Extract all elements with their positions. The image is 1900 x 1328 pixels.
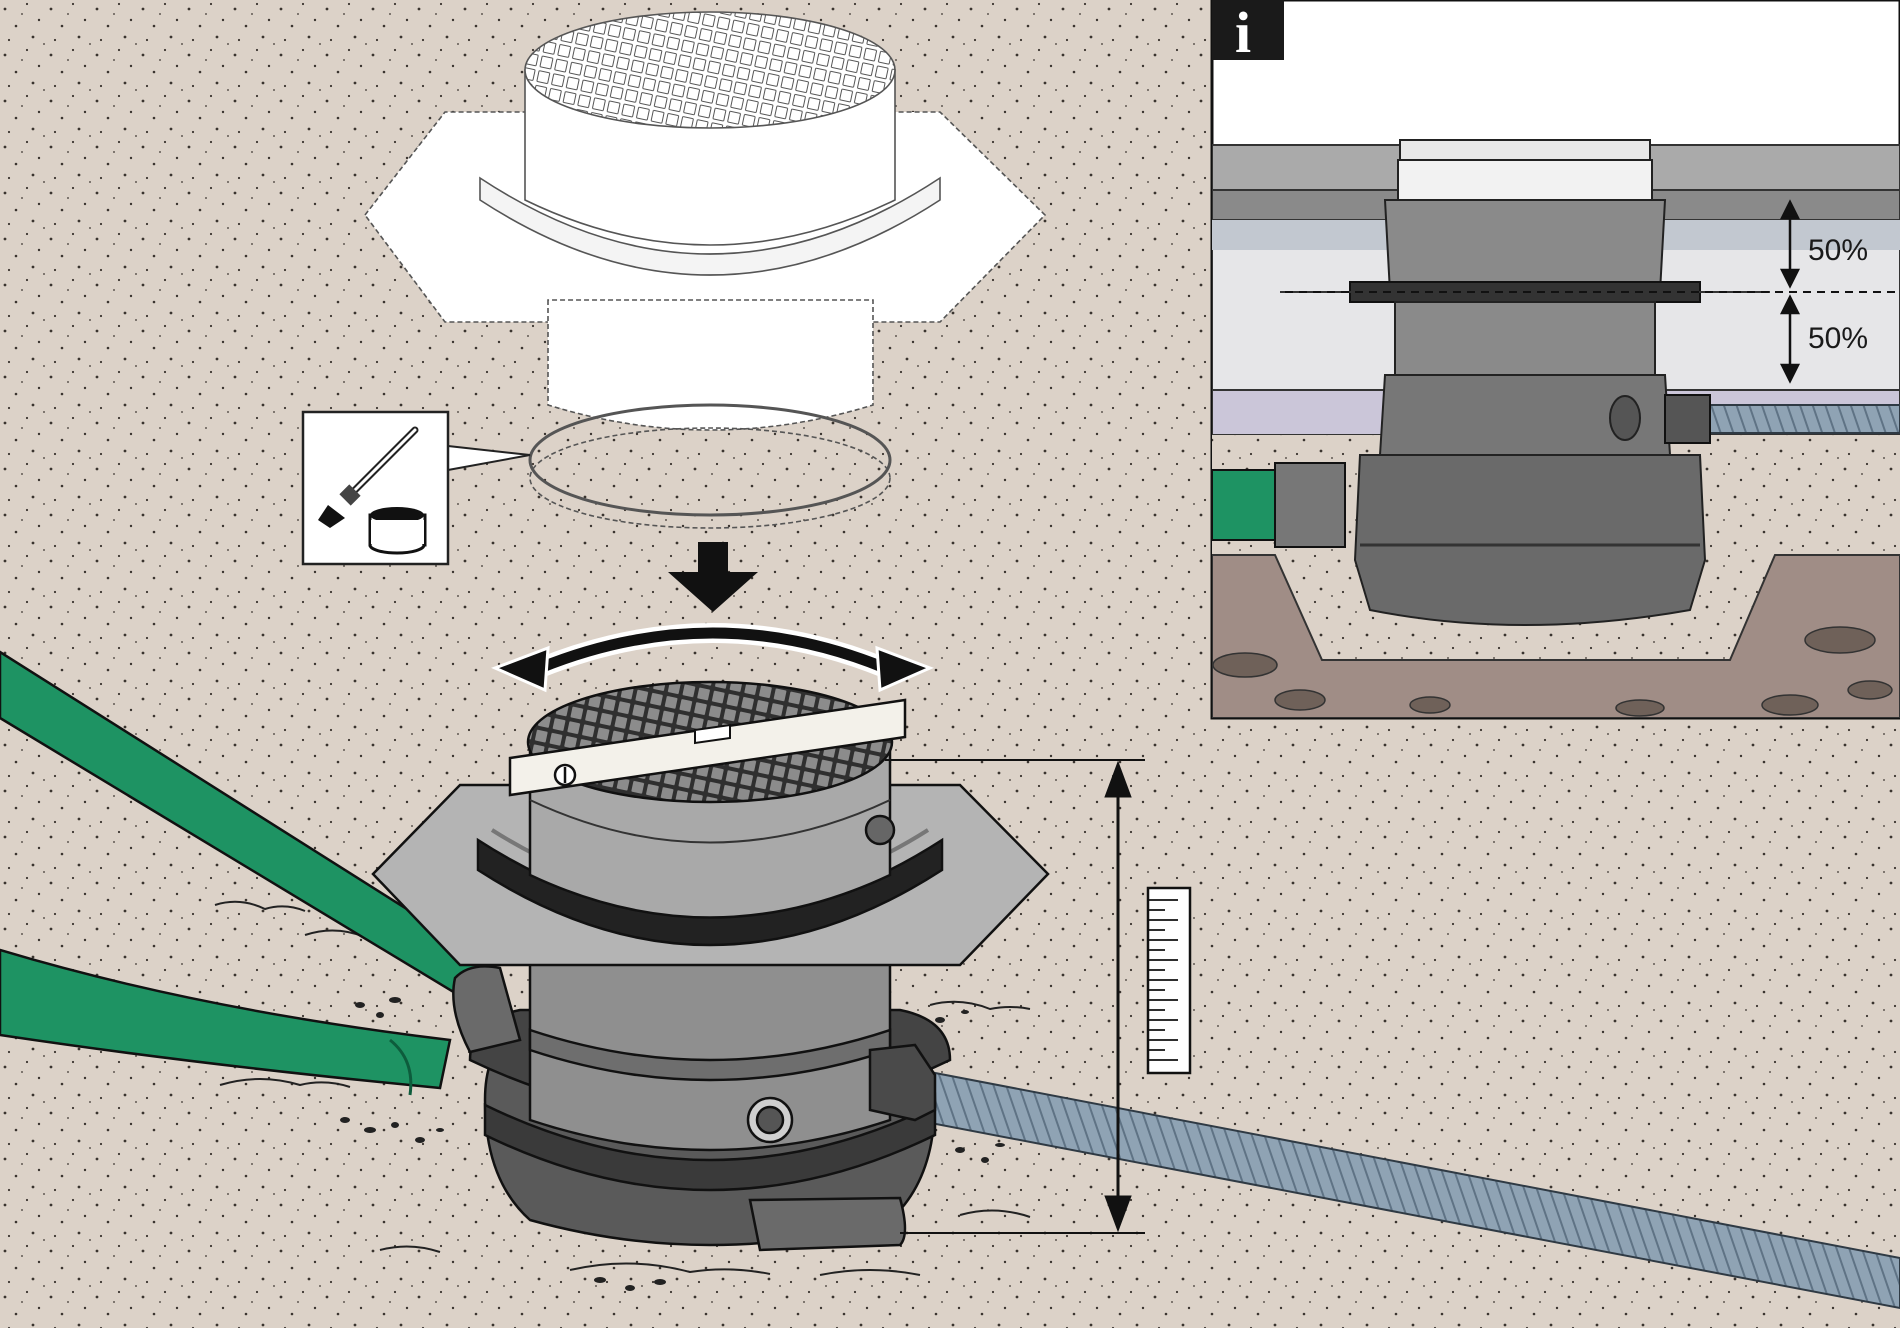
- gravel-marks: [340, 997, 1005, 1291]
- down-arrow-icon: [668, 542, 758, 612]
- panel-shaft-base: [1353, 454, 1707, 626]
- height-dimension-icon: [885, 759, 1145, 1234]
- info-icon: i: [1235, 0, 1251, 65]
- shaft-base-foot: [748, 1196, 907, 1252]
- soil-marks: [214, 900, 1031, 1276]
- upper-side-port: [864, 814, 896, 846]
- panel-shaft-upper: [1383, 199, 1667, 293]
- ghost-top-assembly: [363, 11, 1047, 529]
- spirit-level-icon: [508, 698, 907, 797]
- glue-callout: [301, 410, 531, 566]
- ruler-icon: [1146, 886, 1192, 1075]
- ghost-grate-cover: [524, 11, 896, 129]
- panel-shaft-middle: [1394, 301, 1656, 376]
- shaft-base-ring: [483, 1102, 937, 1192]
- brush-icon: [318, 426, 419, 528]
- upper-percent-label: 50%: [1808, 234, 1868, 267]
- panel-hose: [1699, 404, 1900, 434]
- shaft-body: [452, 958, 952, 1252]
- shaft-side-coupling: [868, 1043, 937, 1122]
- panel-cover-top: [1399, 139, 1651, 163]
- rotate-arrow-icon: [491, 623, 934, 693]
- shaft-middle-pipe: [528, 958, 892, 1152]
- ghost-flange-ring: [479, 176, 941, 276]
- ghost-lower-pipe: [547, 299, 874, 431]
- lower-green-pipe: [0, 948, 452, 1090]
- ghost-gasket-ring: [528, 403, 892, 517]
- info-icon-box: [1212, 0, 1284, 60]
- info-panel: 50% 50% i: [1210, 0, 1900, 720]
- lower-percent-label: 50%: [1808, 322, 1868, 355]
- glue-pot-icon: [368, 507, 427, 555]
- panel-green-pipe: [1212, 469, 1283, 541]
- shaft-left-outlet: [452, 965, 522, 1054]
- trench-fill: [1212, 554, 1900, 718]
- percent-arrows: [1779, 199, 1801, 384]
- panel-pipe-coupling: [1274, 462, 1346, 548]
